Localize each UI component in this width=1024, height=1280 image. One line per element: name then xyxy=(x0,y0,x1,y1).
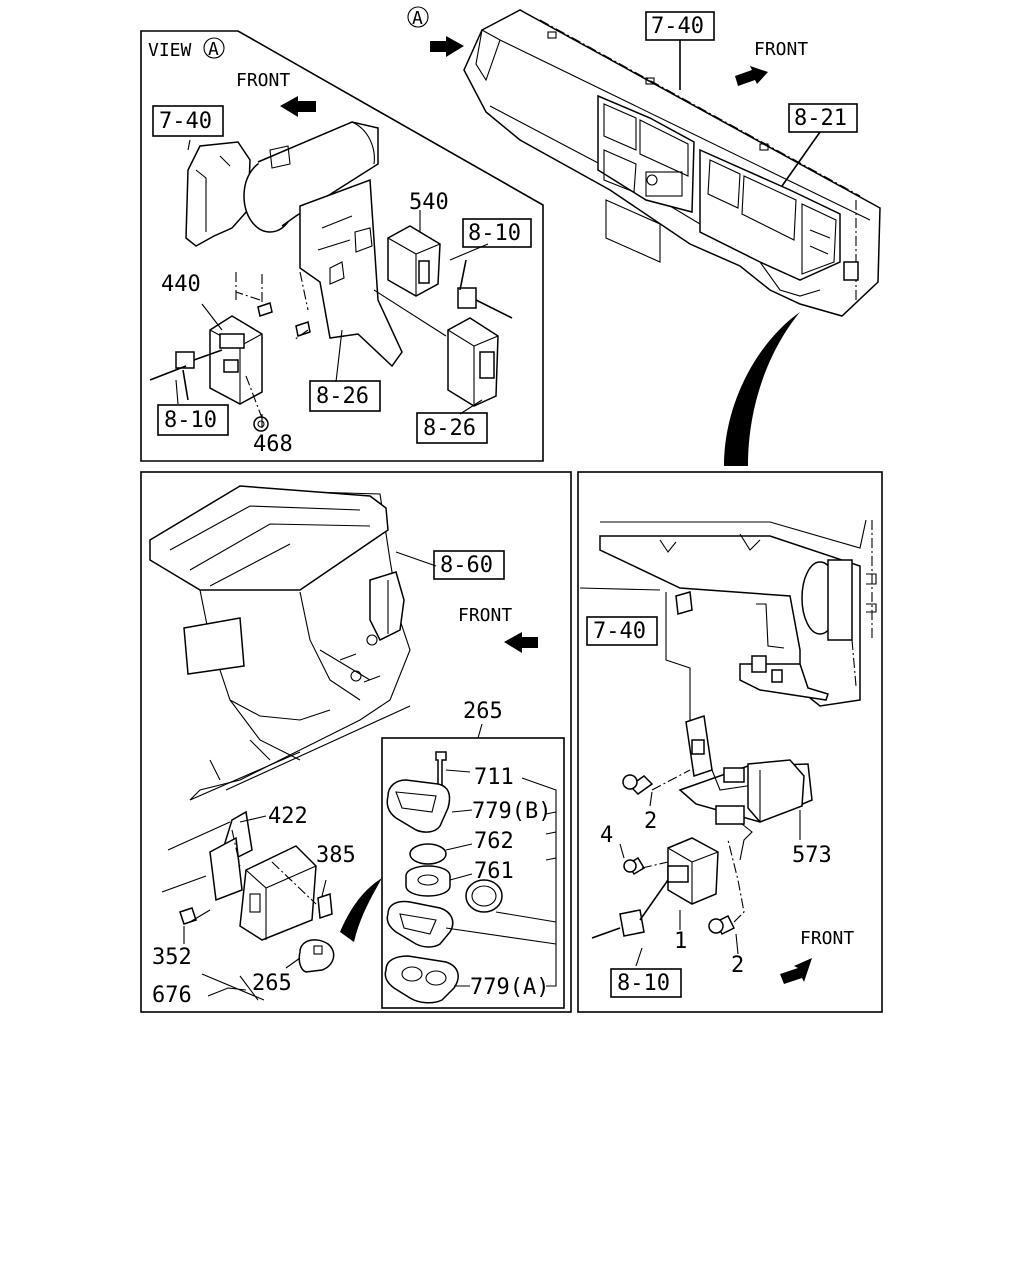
view-a-label: VIEW xyxy=(148,40,192,61)
ref-box-7-40 xyxy=(152,105,224,137)
view-a-front-arrow-icon xyxy=(280,96,316,117)
keyfob-exploded-drawing xyxy=(384,751,557,1004)
part-540: 540 xyxy=(409,190,449,215)
dashboard-view-mark-circle xyxy=(407,6,429,28)
part-265-upper: 265 xyxy=(463,699,503,724)
ref-8-60: 8-60 xyxy=(440,553,493,578)
bracket-front-arrow-icon xyxy=(780,958,812,984)
ref-box-8-26-b xyxy=(416,412,488,444)
heater-front-arrow-icon xyxy=(504,632,538,653)
dashboard-group: A 7-40 FRONT 8-21 xyxy=(407,6,881,466)
part-573: 573 xyxy=(792,843,832,868)
heater-panel-frame xyxy=(140,471,572,1013)
view-a-mark: A xyxy=(208,39,219,60)
ref-8-21: 8-21 xyxy=(794,106,847,131)
part-385: 385 xyxy=(316,843,356,868)
view-a-bracket-drawing xyxy=(149,121,513,432)
part-352: 352 xyxy=(152,945,192,970)
ref-8-26-b: 8-26 xyxy=(423,416,476,441)
dashboard-front-arrow-icon xyxy=(735,66,768,86)
ref-8-26-a: 8-26 xyxy=(316,384,369,409)
heater-panel: 8-60 FRONT xyxy=(140,471,572,1013)
ref-box-7-40-bracket xyxy=(586,616,658,646)
ref-box-8-10-bracket xyxy=(610,968,682,998)
part-2-upper: 2 xyxy=(644,809,657,834)
part-440: 440 xyxy=(161,272,201,297)
view-a-panel: VIEW A FRONT 7-40 8-10 8-10 8-26 8-26 54… xyxy=(140,30,544,462)
view-a-front-label: FRONT xyxy=(236,70,290,91)
keyfob-part-762: 762 xyxy=(474,829,514,854)
dashboard-view-arrow-icon xyxy=(430,36,464,57)
part-468: 468 xyxy=(253,432,293,457)
keyfob-part-779b: 779(B) xyxy=(472,799,551,824)
ref-7-40-bracket: 7-40 xyxy=(593,619,646,644)
ref-box-8-10-a xyxy=(462,218,532,248)
ref-box-8-26-a xyxy=(309,380,381,412)
bracket-drawing xyxy=(579,519,877,967)
heater-unit-drawing xyxy=(149,485,437,801)
part-422: 422 xyxy=(268,804,308,829)
keyless-module-drawing xyxy=(161,810,382,973)
part-4: 4 xyxy=(600,823,613,848)
ref-box-8-10-b xyxy=(157,404,229,436)
part-265-lower: 265 xyxy=(252,971,292,996)
ref-8-10-bracket: 8-10 xyxy=(617,971,670,996)
dashboard-front-label: FRONT xyxy=(754,39,808,60)
ref-box-8-21 xyxy=(788,103,858,133)
keyfob-part-711: 711 xyxy=(474,765,514,790)
ref-7-40-dash: 7-40 xyxy=(651,14,704,39)
view-a-mark-circle xyxy=(203,37,225,59)
view-a-frame xyxy=(140,30,544,462)
dashboard-view-mark: A xyxy=(412,8,423,29)
keyfob-box xyxy=(381,737,565,1009)
part-2-lower: 2 xyxy=(731,953,744,978)
bracket-front-label: FRONT xyxy=(800,928,854,949)
keyfob-part-779a: 779(A) xyxy=(470,975,549,1000)
ref-7-40: 7-40 xyxy=(159,109,212,134)
keyfob-part-761: 761 xyxy=(474,859,514,884)
part-676: 676 xyxy=(152,983,192,1008)
dashboard-drawing xyxy=(463,9,881,317)
bracket-panel: 7-40 8-10 FRONT xyxy=(577,471,883,1013)
heater-front-label: FRONT xyxy=(458,605,512,626)
ref-8-10-a: 8-10 xyxy=(468,221,521,246)
bracket-panel-frame xyxy=(577,471,883,1013)
part-1: 1 xyxy=(674,929,687,954)
ref-8-10-b: 8-10 xyxy=(164,408,217,433)
view-a-pointer-arrow-icon xyxy=(724,312,800,466)
